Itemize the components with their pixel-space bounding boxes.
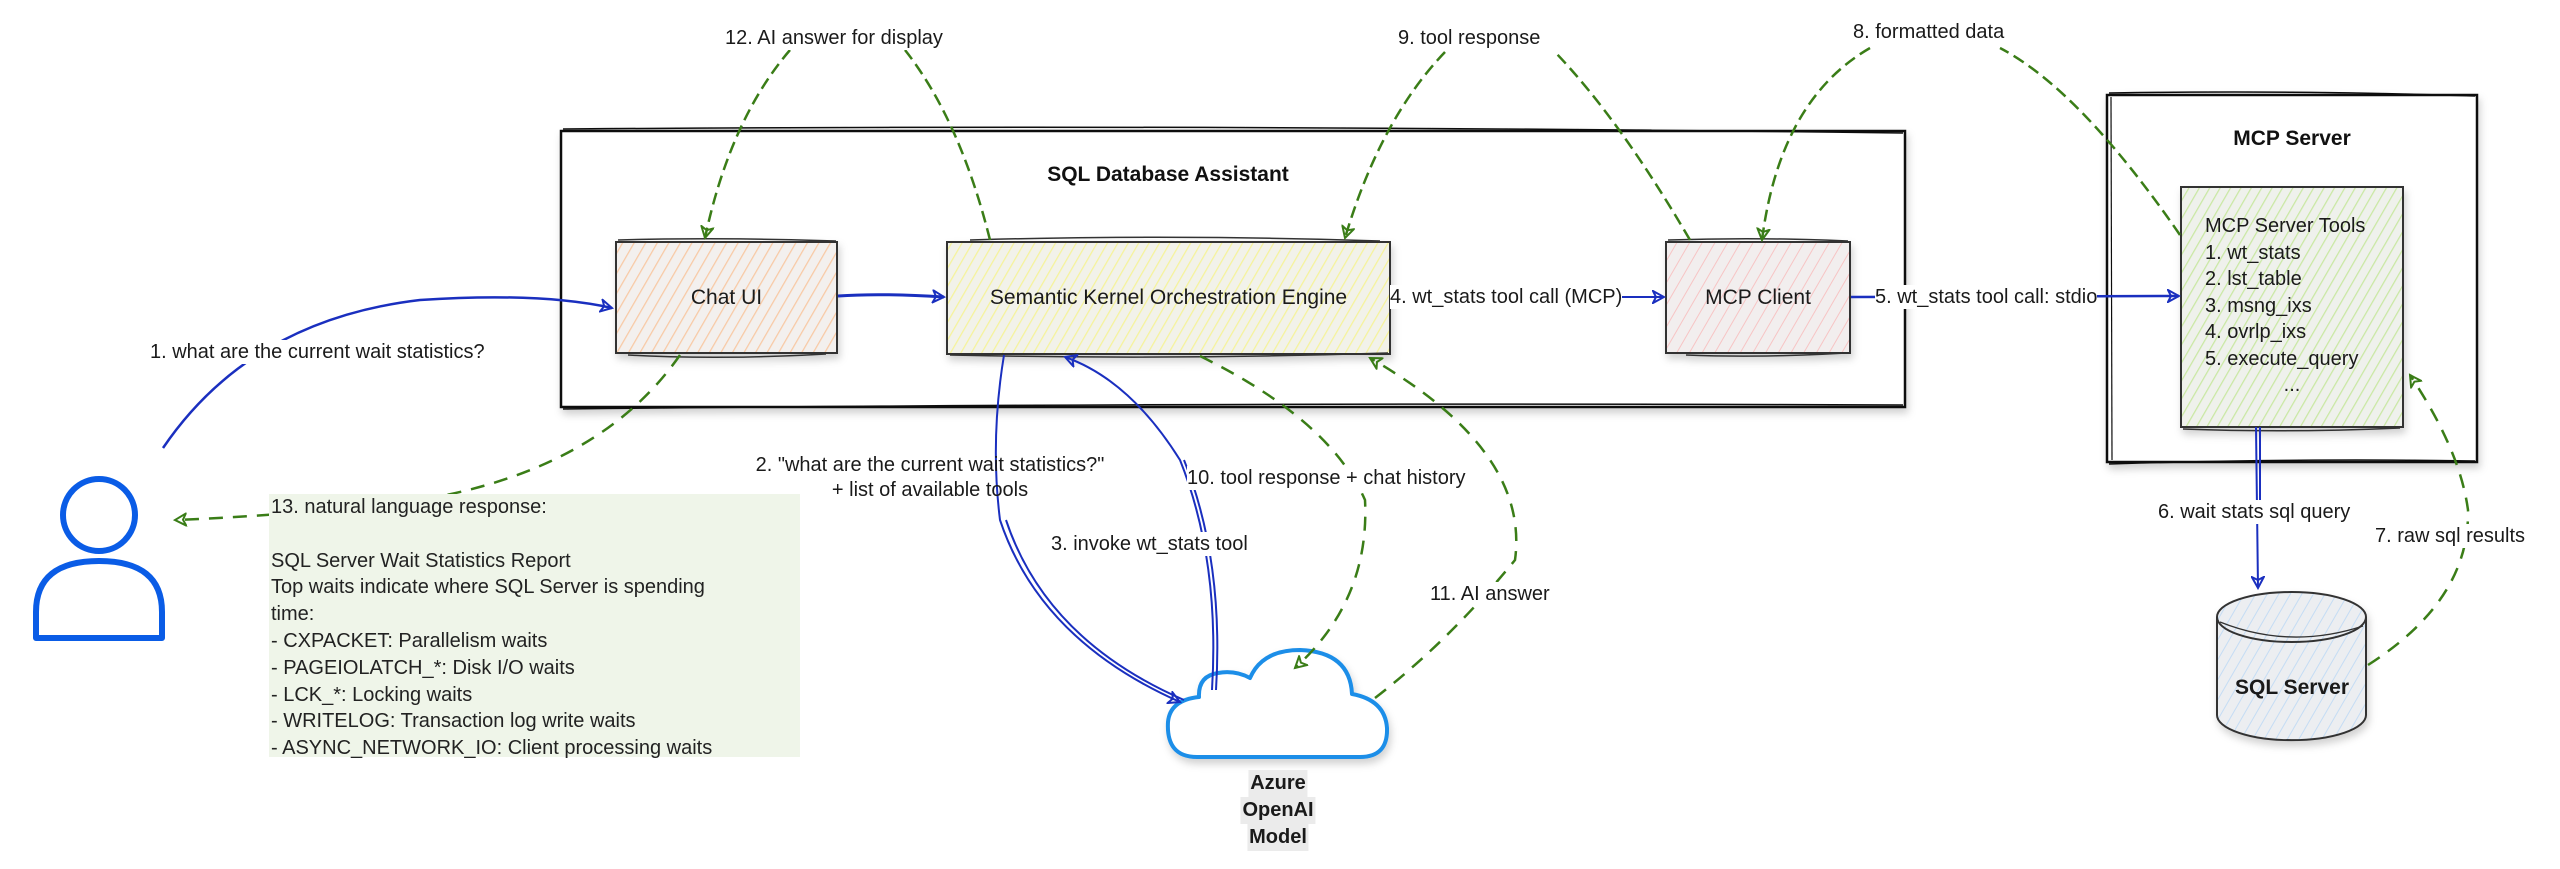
natural-language-response-note: 13. natural language response: SQL Serve… [269,494,800,759]
step-9-label: 9. tool response [1398,26,1541,50]
response-line [271,521,800,548]
azure-label-line: Model [1247,824,1309,851]
response-line: 13. natural language response: [271,496,547,518]
arrow-10-engine-to-model [1199,354,1367,668]
step-2-label-line2: + list of available tools [831,479,1029,501]
mcp-tool-item: 1. wt_stats [2205,241,2301,264]
mcp-tools-title: MCP Server Tools [2205,215,2366,237]
chat-ui-box [615,237,838,359]
mcp-tool-item: 2. lst_table [2205,268,2302,290]
step-2-label-line1: 2. "what are the current wait statistics… [755,454,1105,476]
arrow-13-chat-to-user [175,354,682,520]
azure-label-line: OpenAI [1240,797,1316,824]
response-line: - ASYNC_NETWORK_IO: Client processing wa… [271,737,713,760]
response-line: time: [271,603,315,626]
mcp-tools-more: ... [2283,374,2301,396]
mcp-client-node[interactable]: MCP Client [1666,242,1850,353]
step-11-label: 11. AI answer [1430,582,1550,606]
mcp-server-tools-box [2180,186,2404,432]
response-line: - PAGEIOLATCH_*: Disk I/O waits [271,656,575,679]
arrow-11-model-to-engine [1370,356,1518,699]
response-line: SQL Server Wait Statistics Report [271,549,571,572]
response-line: - CXPACKET: Parallelism waits [271,629,548,652]
chat-ui-node[interactable]: Chat UI [616,242,837,353]
response-line: Top waits indicate where SQL Server is s… [271,576,705,599]
user-icon[interactable] [33,476,165,641]
step-6-label: 6. wait stats sql query [2158,500,2351,524]
orchestration-engine-label: Semantic Kernel Orchestration Engine [989,286,1348,309]
response-line: - WRITELOG: Transaction log write waits [271,710,636,733]
arrow-2-engine-to-model [994,354,1180,702]
step-12-label: 12. AI answer for display [725,26,943,50]
arrow-12-engine-to-chat [705,49,992,240]
mcp-server-tools-node[interactable]: MCP Server Tools 1. wt_stats 2. lst_tabl… [2181,187,2403,427]
step-1-label: 1. what are the current wait statistics? [150,340,485,364]
mcp-client-box [1665,237,1851,357]
arrow-1-user-to-chat [161,296,612,449]
sql-server-database [2216,591,2367,742]
arrow-7-sql-to-tools [2367,375,2470,667]
mcp-client-label: MCP Client [1705,285,1811,309]
arrow-chat-to-engine [837,295,944,297]
step-5-label: 5. wt_stats tool call: stdio [1875,285,2098,309]
step-4-label: 4. wt_stats tool call (MCP) [1390,285,1623,309]
arrow-9-client-to-engine [1345,51,1692,240]
azure-label-line: Azure [1248,770,1308,797]
mcp-tool-item: 3. msng_ixs [2205,294,2312,317]
orchestration-engine-node[interactable]: Semantic Kernel Orchestration Engine [947,242,1390,354]
response-line: - LCK_*: Locking waits [271,683,473,706]
chat-ui-label: Chat UI [690,285,763,309]
mcp-server-title: MCP Server [2233,127,2351,150]
azure-openai-cloud-icon [1165,648,1390,759]
sql-server-label: SQL Server [2234,676,2350,699]
step-8-label: 8. formatted data [1853,20,2005,44]
mcp-tool-item: 4. ovrlp_ixs [2205,321,2307,343]
mcp-tool-item: 5. execute_query [2205,347,2359,370]
step-10-label: 10. tool response + chat history [1187,466,1466,490]
step-3-label: 3. invoke wt_stats tool [1051,532,1248,556]
azure-openai-model-label: Azure OpenAI Model [1240,770,1316,851]
assistant-container-title: SQL Database Assistant [1047,163,1289,186]
arrow-3-model-to-engine [1065,357,1215,691]
arrow-8-tools-to-client [1762,46,2182,240]
step-7-label: 7. raw sql results [2375,524,2526,548]
orchestration-engine-box [946,236,1391,358]
flow-arrows-green [175,46,2470,699]
